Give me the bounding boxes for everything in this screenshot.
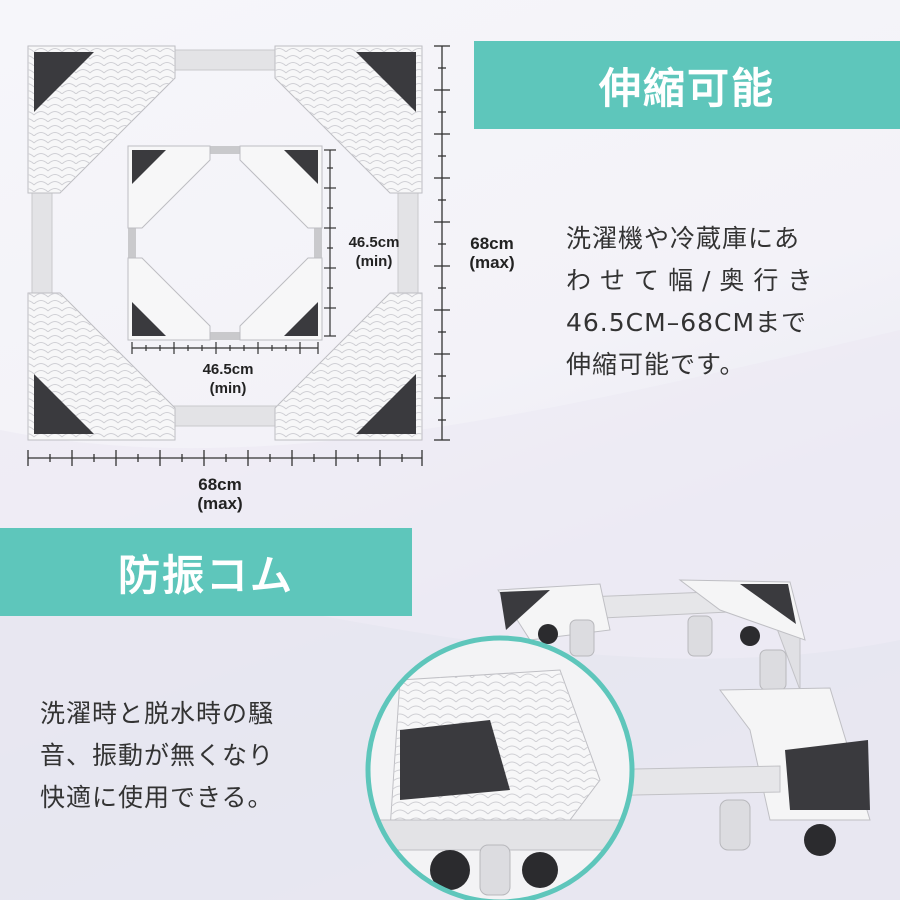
desc-line: 音、振動が無くなり [40,741,275,770]
dimension-note: (max) [197,494,243,513]
title-anti-vibration: 防振コム [117,550,294,600]
desc-line: 46.5CM–68CMまで [566,308,808,337]
anti-vibration-description: 洗濯時と脱水時の騒 音、振動が無くなり 快適に使用できる。 [40,693,340,819]
title-adjustable: 伸縮可能 [598,63,775,113]
stand-frame-icon [27,45,450,466]
desc-line: 伸縮可能です。 [566,350,746,379]
ruler-icon [131,342,319,354]
dimension-note: (min) [209,380,247,397]
dimension-note: (min) [355,253,393,270]
caster-wheel-icon [497,579,871,856]
desc-line: 快適に使用できる。 [40,783,274,812]
dimension-value: 46.5cm [202,361,254,378]
desc-line: 洗濯機や冷蔵庫にあ [566,224,801,253]
adjustable-description: 洗濯機や冷蔵庫にあ わせて幅/奥行き 46.5CM–68CMまで 伸縮可能です。 [566,218,896,386]
dimension-note: (max) [469,253,515,272]
outer-vertical-dimension: 68cm (max) [456,234,528,272]
title-banner-anti-vibration: 防振コム [0,528,412,616]
title-banner-adjustable: 伸縮可能 [474,41,900,129]
dimension-value: 68cm [198,475,242,494]
inner-vertical-dimension: 46.5cm (min) [338,233,410,271]
desc-line: わせて幅/奥行き [566,266,822,295]
zoom-circle-icon [365,635,635,900]
desc-line: 洗濯時と脱水時の騒 [40,699,275,728]
dimension-value: 68cm [470,234,514,253]
dimension-value: 46.5cm [348,234,400,251]
inner-horizontal-dimension: 46.5cm (min) [188,360,268,398]
outer-horizontal-dimension: 68cm (max) [180,475,260,513]
